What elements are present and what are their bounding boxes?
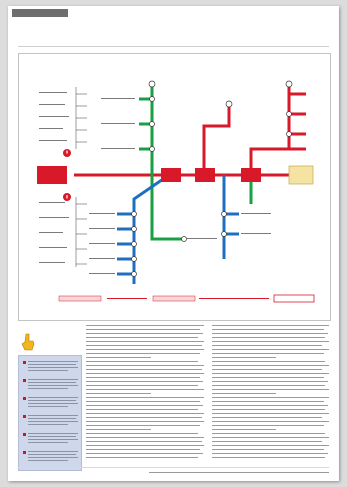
bottom-callouts xyxy=(58,294,315,303)
sidebar-bullet xyxy=(23,360,78,375)
body-text-line xyxy=(212,429,277,430)
left-bracket-lines xyxy=(75,87,87,267)
hand-pointing-icon xyxy=(21,333,35,351)
body-text-line xyxy=(212,369,322,370)
body-text-line xyxy=(86,345,202,346)
sidebar-bullet xyxy=(23,378,78,393)
document-page xyxy=(8,6,339,481)
body-text-line xyxy=(86,329,201,330)
body-text-line xyxy=(212,357,277,358)
body-text-line xyxy=(86,413,204,414)
body-text-line xyxy=(212,413,329,414)
body-text-line xyxy=(212,389,329,390)
station-nodes xyxy=(131,80,293,277)
sidebar-bullet xyxy=(23,432,78,447)
body-text-line xyxy=(86,357,151,358)
body-text-line xyxy=(212,349,329,350)
warning-icon xyxy=(63,149,71,157)
body-text-line xyxy=(212,401,325,402)
body-text-line xyxy=(212,365,329,366)
body-text-line xyxy=(86,377,201,378)
body-text-line xyxy=(212,329,325,330)
body-text-line xyxy=(212,441,322,442)
body-text-line xyxy=(212,453,328,454)
body-text-line xyxy=(212,405,328,406)
body-text-line xyxy=(86,397,204,398)
body-text-line xyxy=(212,457,326,458)
process-map-svg xyxy=(37,80,315,303)
body-text-line xyxy=(212,445,329,446)
process-map-diagram xyxy=(18,53,331,321)
body-text-line xyxy=(86,417,202,418)
footer-divider xyxy=(18,467,329,468)
body-text-line xyxy=(86,353,201,354)
body-text-line xyxy=(86,429,151,430)
body-column-left xyxy=(86,325,204,469)
body-text-line xyxy=(86,437,204,438)
body-text-line xyxy=(86,457,199,458)
sidebar-bullet xyxy=(23,414,78,429)
body-text-line xyxy=(86,381,203,382)
body-text-line xyxy=(86,369,202,370)
body-text-line xyxy=(86,401,201,402)
body-text-line xyxy=(86,421,204,422)
body-text-line xyxy=(86,433,199,434)
station-label-placeholders xyxy=(39,92,271,274)
green-line xyxy=(139,84,253,241)
body-text-line xyxy=(86,405,203,406)
body-text-line xyxy=(212,341,329,342)
sidebar-summary-box xyxy=(18,355,82,471)
sidebar-bullet xyxy=(23,450,78,465)
body-text-line xyxy=(212,433,326,434)
body-text-line xyxy=(212,345,322,346)
body-text-line xyxy=(86,337,199,338)
body-text-line xyxy=(212,381,328,382)
body-text-line xyxy=(212,409,326,410)
body-text-line xyxy=(212,361,326,362)
body-text-line xyxy=(86,389,204,390)
body-text-line xyxy=(212,437,329,438)
body-text-line xyxy=(212,417,322,418)
body-text-line xyxy=(86,425,201,426)
body-text-line xyxy=(86,445,204,446)
info-icon xyxy=(63,193,71,201)
body-text-line xyxy=(212,373,329,374)
body-text-line xyxy=(212,325,329,326)
body-text-line xyxy=(86,325,204,326)
sidebar-bullet-list xyxy=(19,356,81,465)
body-text-line xyxy=(212,393,277,394)
body-text-line xyxy=(212,425,325,426)
body-text-line xyxy=(86,409,199,410)
body-text-line xyxy=(86,349,204,350)
body-text-line xyxy=(212,385,326,386)
body-column-right xyxy=(212,325,329,469)
body-text-line xyxy=(212,353,325,354)
body-text-line xyxy=(212,421,329,422)
sidebar-bullet xyxy=(23,396,78,411)
body-text-line xyxy=(86,333,203,334)
hub-stations xyxy=(37,165,314,185)
body-text-line xyxy=(86,441,202,442)
body-text-line xyxy=(212,449,325,450)
body-text-line xyxy=(212,333,328,334)
title-divider xyxy=(18,46,329,47)
body-text-line xyxy=(212,337,326,338)
body-text-line xyxy=(86,449,201,450)
body-text-line xyxy=(86,453,203,454)
body-text-line xyxy=(86,393,151,394)
red-line xyxy=(74,84,306,177)
body-text-line xyxy=(86,373,204,374)
section-tab xyxy=(12,9,68,17)
body-text-line xyxy=(212,377,325,378)
body-text-line xyxy=(212,397,329,398)
body-text-line xyxy=(86,365,204,366)
body-text-line xyxy=(86,341,204,342)
body-text-line xyxy=(86,361,199,362)
body-text-line xyxy=(86,385,199,386)
footer-text xyxy=(149,472,329,473)
